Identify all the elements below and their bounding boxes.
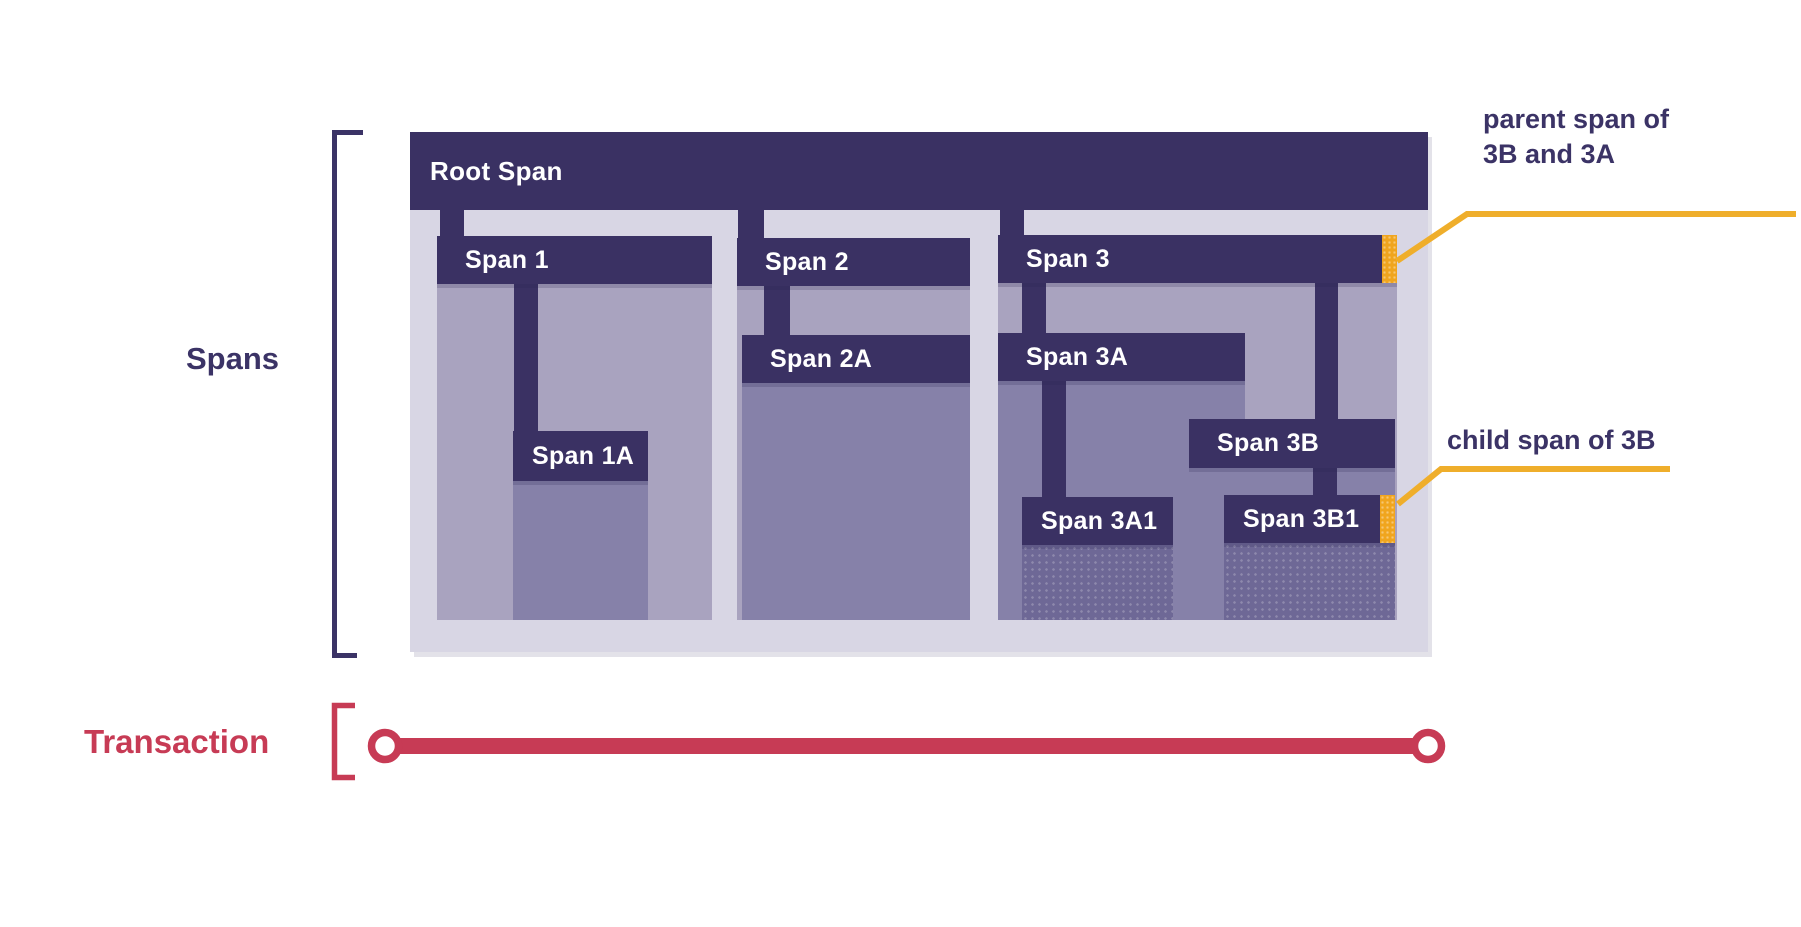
connector-span1-to-span1a [514, 284, 538, 432]
span1a-duration-fill [513, 481, 648, 620]
span3b1-duration-fill [1224, 543, 1395, 620]
span3b1-label: Span 3B1 [1243, 504, 1360, 533]
parent-span-annotation-line2: 3B and 3A [1483, 139, 1616, 169]
child-span-annotation: child span of 3B [1447, 425, 1656, 455]
span2-bar: Span 2 [737, 238, 970, 286]
span3a-bar: Span 3A [998, 333, 1245, 381]
transaction-start-circle [367, 728, 403, 764]
connector-span3a-to-span3a1 [1042, 381, 1066, 498]
span3b1-child-highlight-marker [1380, 495, 1395, 543]
child-callout-line [1396, 466, 1670, 507]
parent-span-annotation-line1: parent span of [1483, 104, 1670, 134]
span3a1-duration-fill [1022, 545, 1173, 620]
connector-root-to-span1 [440, 209, 464, 237]
span3-label: Span 3 [1026, 244, 1110, 273]
connector-span2-to-span2a [764, 286, 790, 336]
parent-span-annotation: parent span of 3B and 3A [1483, 102, 1669, 172]
spans-bracket [332, 130, 363, 658]
root-span-bar: Root Span [410, 132, 1428, 210]
span1a-label: Span 1A [532, 441, 635, 470]
connector-span3b-to-span3b1 [1313, 468, 1337, 496]
span3b-label: Span 3B [1217, 429, 1320, 457]
span3-bar: Span 3 [998, 235, 1397, 283]
span2-label: Span 2 [765, 247, 849, 276]
parent-callout-line [1395, 211, 1796, 264]
transaction-end-circle [1410, 728, 1446, 764]
root-span-label: Root Span [430, 155, 563, 186]
span3-parent-highlight-marker [1382, 235, 1397, 283]
span1-label: Span 1 [465, 245, 549, 274]
span2a-duration-fill [742, 383, 970, 620]
span3b-bar: Span 3B [1189, 419, 1395, 468]
connector-root-to-span2 [738, 209, 764, 239]
span1-bar: Span 1 [437, 236, 712, 284]
span3a1-bar: Span 3A1 [1022, 497, 1173, 545]
transaction-section-label: Transaction [84, 723, 270, 760]
connector-span3-to-span3a [1022, 283, 1046, 334]
span3b1-bar: Span 3B1 [1224, 495, 1395, 543]
connector-root-to-span3 [1000, 209, 1024, 236]
span1a-bar: Span 1A [513, 431, 648, 481]
connector-span3-to-span3b [1315, 283, 1338, 420]
transaction-bracket [331, 702, 355, 781]
span2a-label: Span 2A [770, 344, 873, 373]
spans-section-label: Spans [186, 341, 280, 376]
span2a-bar: Span 2A [742, 335, 970, 383]
span3a-label: Span 3A [1026, 342, 1129, 371]
span3a1-label: Span 3A1 [1041, 506, 1158, 535]
